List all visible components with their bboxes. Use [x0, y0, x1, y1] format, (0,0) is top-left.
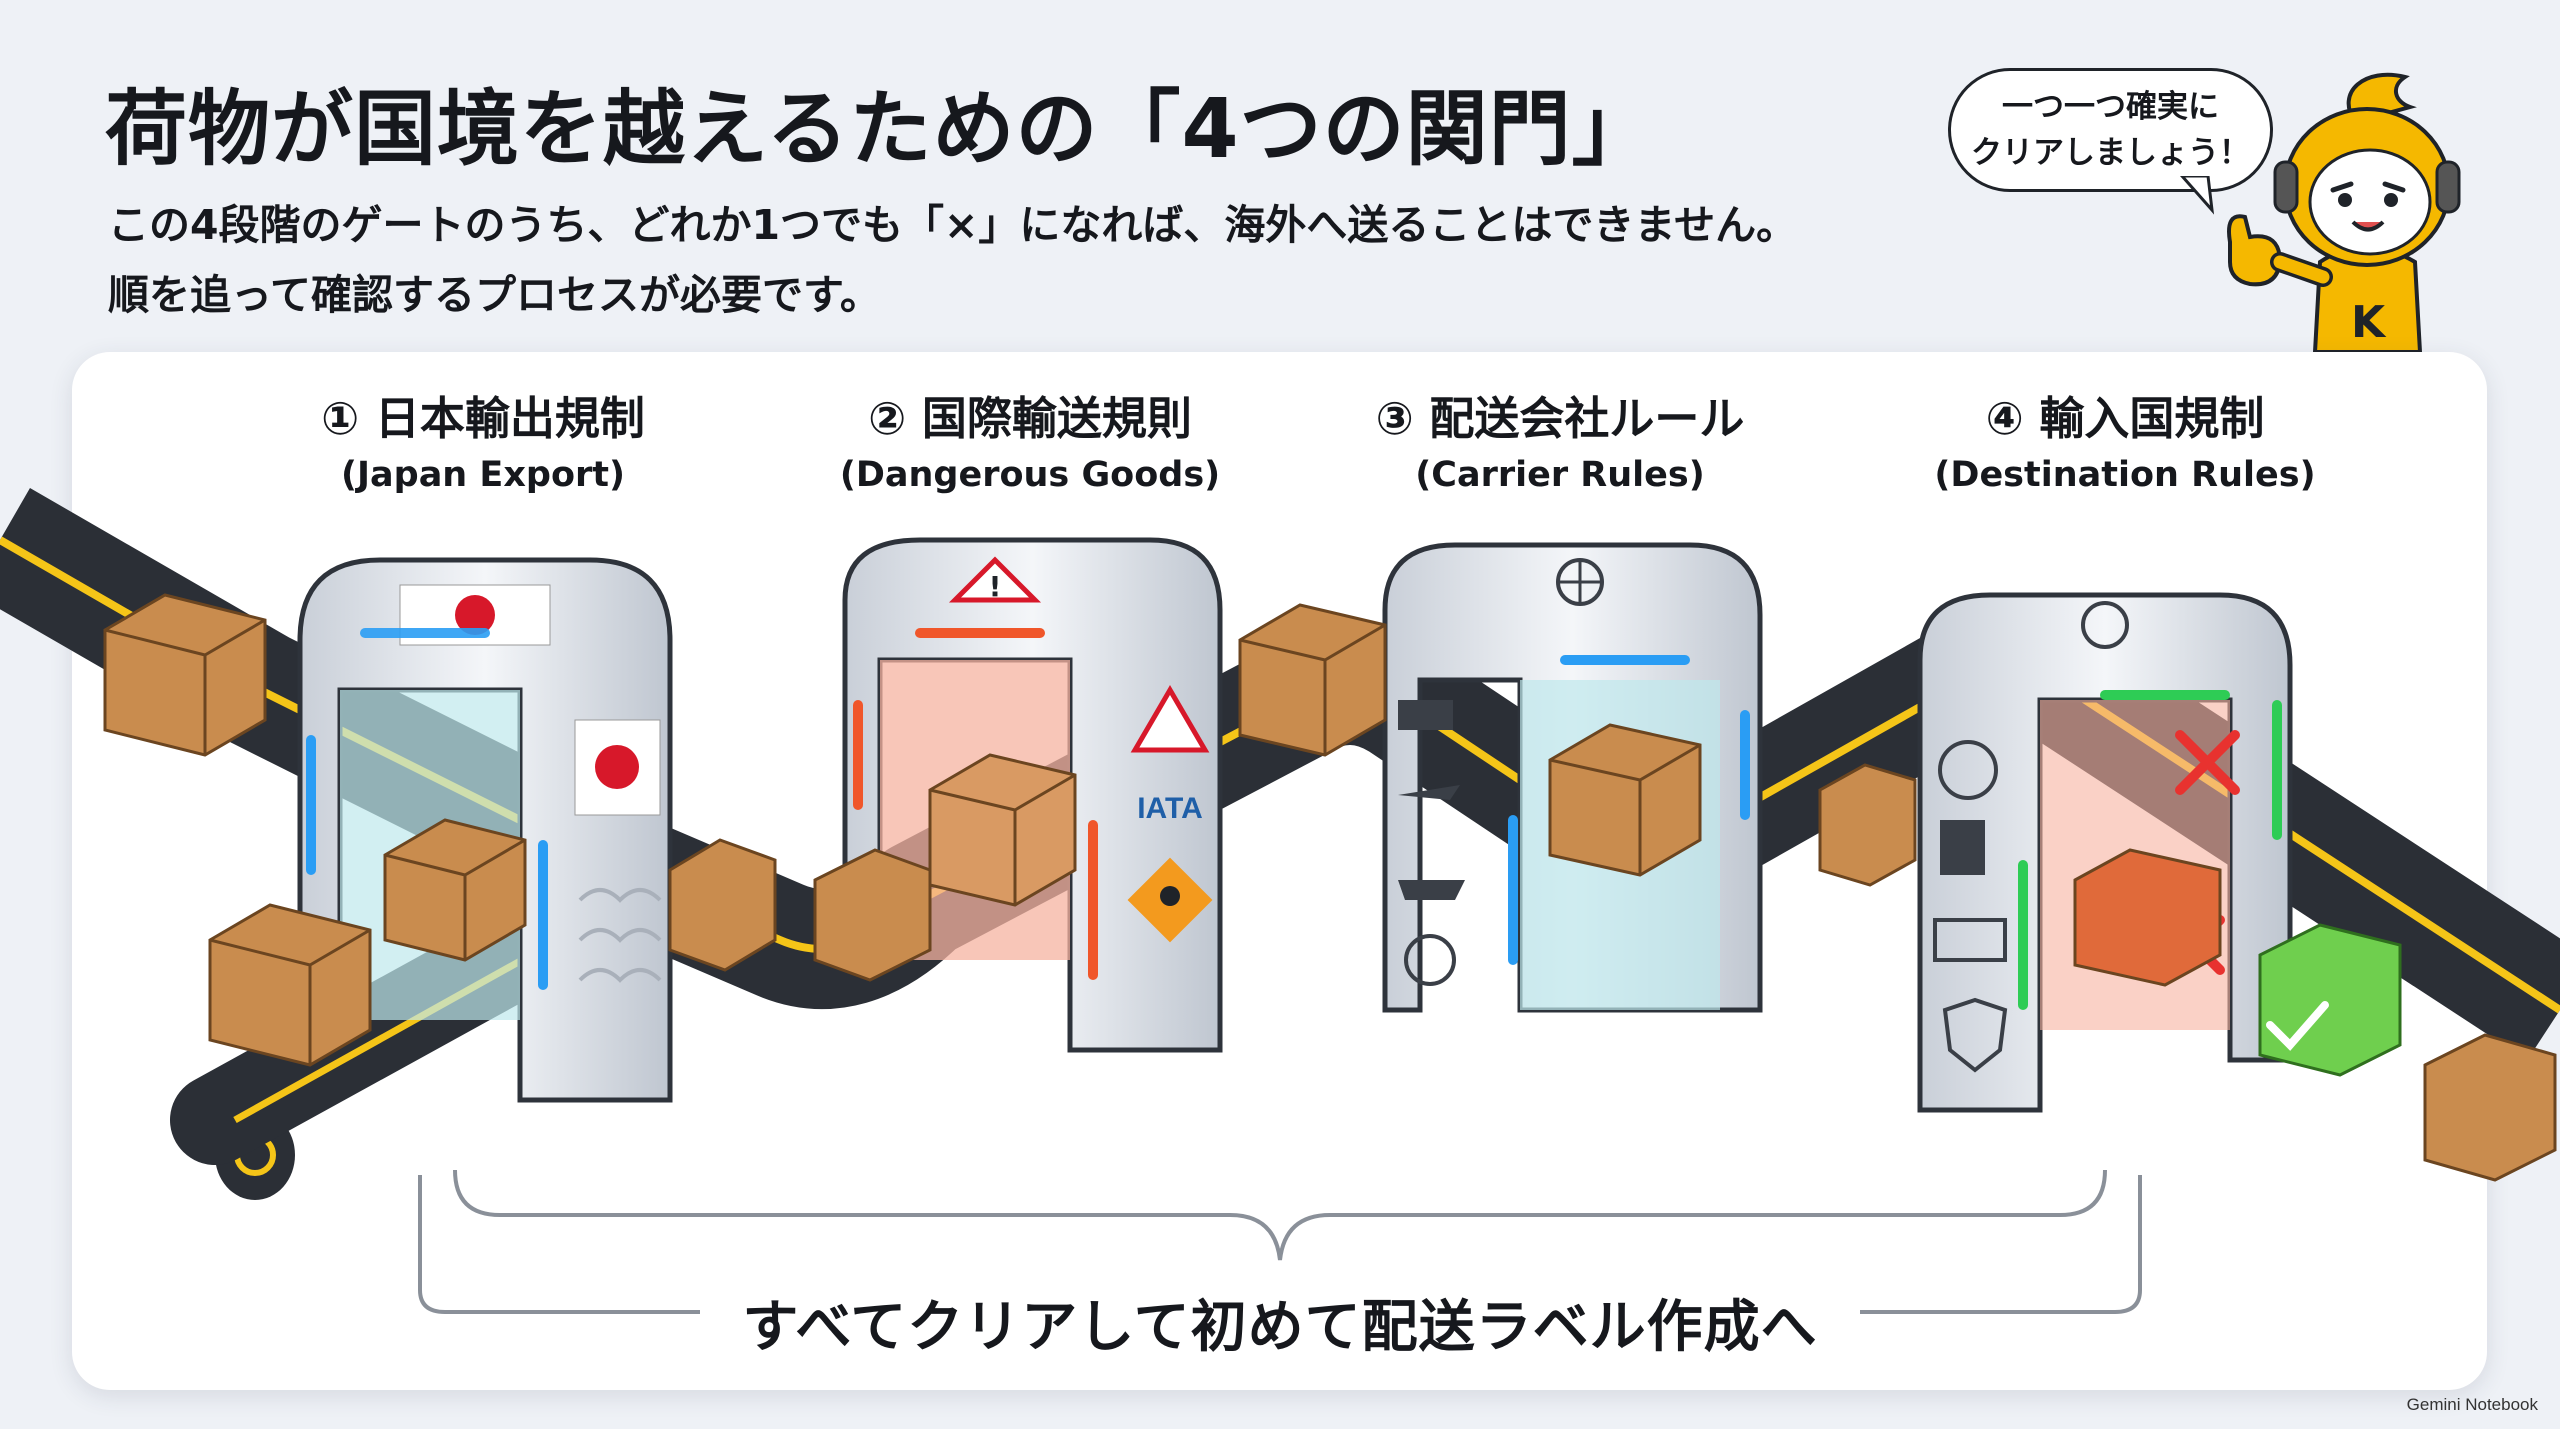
gate-3-title: ③ 配送会社ルール	[1375, 392, 1745, 445]
parcel-box	[103, 593, 267, 757]
gate-2-subtitle: (Dangerous Goods)	[839, 455, 1221, 495]
gate-4-title: ④ 輸入国規制	[1985, 392, 2265, 445]
svg-text:!: !	[989, 570, 1002, 603]
parcel-box-rejected	[2073, 848, 2222, 987]
customs-stamp-icon	[1938, 740, 1998, 800]
parcel-box	[813, 848, 932, 982]
speech-bubble-tail	[2180, 176, 2215, 215]
speech-bubble: 一つ一つ確実に クリアしましょう！	[1948, 68, 2273, 192]
subtitle-line-1: この4段階のゲートのうち、どれか1つでも「×」になれば、海外へ送ることはできませ…	[108, 201, 1798, 249]
passport-icon	[1940, 820, 1985, 875]
iata-logo-icon: IATA	[1137, 792, 1203, 825]
parcel-boxes	[103, 593, 2557, 1182]
shield-search-icon	[1942, 997, 2008, 1073]
gate-4	[1917, 592, 2293, 1113]
mascot-icon: K	[2227, 72, 2461, 354]
truck-icon	[1398, 700, 1453, 730]
airplane-icon	[1398, 785, 1460, 800]
gate-1-subtitle: (Japan Export)	[341, 455, 625, 495]
parcel-box	[383, 818, 527, 962]
parcel-box	[2423, 1033, 2557, 1182]
explosive-icon	[1130, 685, 1210, 753]
parcel-box	[1238, 603, 1387, 757]
parcel-box	[1818, 763, 1917, 887]
footer-watermark: Gemini Notebook	[2406, 1395, 2538, 1414]
page-title: 荷物が国境を越えるための「4つの関門」	[105, 82, 1655, 177]
gate-1-title: ① 日本輸出規制	[321, 392, 645, 445]
grouping-brace	[453, 1169, 2107, 1261]
customs-stamp-icon	[2081, 601, 2129, 649]
money-icon	[1933, 918, 2007, 962]
parcel-box	[928, 753, 1077, 907]
ship-icon	[1398, 880, 1465, 900]
gate-4-subtitle: (Destination Rules)	[1934, 455, 2316, 495]
mascot-badge-letter: K	[2351, 297, 2387, 348]
hazard-warning-icon	[948, 556, 1042, 603]
wave-pattern-icon	[578, 888, 662, 983]
bottom-caption: すべてクリアして初めて配送ラベル作成へ	[742, 1295, 1818, 1360]
subtitle-line-2: 順を追って確認するプロセスが必要です。	[108, 271, 881, 319]
speech-line-2: クリアしましょう！	[1971, 135, 2250, 171]
globe-icon	[1404, 934, 1456, 986]
gate-1-label: ① 日本輸出規制 (Japan Export)	[243, 390, 723, 502]
parcel-box	[208, 903, 372, 1067]
parcel-box-approved	[2258, 923, 2402, 1077]
gate-2-label: ② 国際輸送規則 (Dangerous Goods)	[790, 390, 1270, 502]
summary-bracket	[418, 1175, 2142, 1314]
gate-3-subtitle: (Carrier Rules)	[1415, 455, 1705, 495]
gate-4-label: ④ 輸入国規制 (Destination Rules)	[1885, 390, 2365, 502]
gate-2-title: ② 国際輸送規則	[868, 392, 1192, 445]
gate-3-label: ③ 配送会社ルール (Carrier Rules)	[1320, 390, 1800, 502]
parcel-box	[1548, 723, 1702, 877]
parcel-box	[668, 838, 777, 972]
speech-line-1: 一つ一つ確実に	[2002, 89, 2219, 125]
subtitle: この4段階のゲートのうち、どれか1つでも「×」になれば、海外へ送ることはできませ…	[108, 190, 1797, 330]
